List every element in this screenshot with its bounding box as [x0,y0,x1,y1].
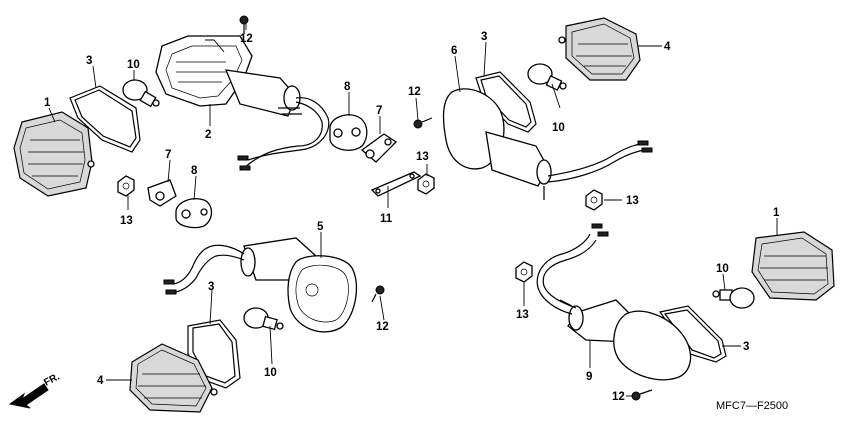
bulb-part-10-c [243,307,284,331]
callout-4-bottom-left: 4 [97,375,104,387]
callout-10-bottom-right: 10 [716,263,729,275]
diagram-code: MFC7—F2500 [716,400,788,412]
lens-part-4-a [558,17,641,81]
callout-10-top-right: 10 [552,122,565,134]
housing-part-2 [155,35,330,171]
callout-5: 5 [317,221,324,233]
callout-13-bottom-right: 13 [516,309,529,321]
callout-8-left: 8 [191,165,198,177]
bracket-part-7-a [360,133,398,163]
callout-2: 2 [205,129,211,141]
callout-10-bottom-left: 10 [264,367,277,379]
housing-part-6 [442,88,653,200]
callout-10-top-left: 10 [127,59,140,71]
callout-1-right: 1 [773,207,780,219]
callout-13-left: 13 [120,215,133,227]
callout-9: 9 [586,371,592,383]
housing-part-9 [536,223,692,381]
grommet-part-8-a [329,114,368,151]
leader-lines [48,24,778,397]
callout-12-bottom-left: 12 [376,321,389,333]
screw-part-12-a [239,15,249,34]
screw-part-12-b [413,117,433,129]
plate-part-11 [370,171,422,197]
callout-12-mid: 12 [408,86,421,98]
housing-part-5 [163,237,358,333]
callout-3-top-left: 3 [86,55,92,67]
lens-part-1-left [13,111,95,197]
bracket-part-7-b [147,179,177,207]
front-indicator-label: FR. [42,371,62,388]
callout-6: 6 [451,45,457,57]
callout-7-top: 7 [376,105,382,117]
nut-part-13-a [417,173,435,195]
callout-4-top-right: 4 [664,41,671,53]
nut-part-13-b [585,189,603,211]
grommet-part-8-b [175,198,213,229]
callout-1-left: 1 [44,97,51,109]
callout-3-top-right: 3 [481,31,487,43]
gasket-part-3-a [69,85,141,153]
callout-8-top: 8 [344,81,351,93]
nut-part-13-d [515,261,533,283]
callout-7-left: 7 [165,149,171,161]
callout-13-right: 13 [626,195,639,207]
callout-labels: 1 3 10 2 12 8 7 12 11 13 7 8 13 6 3 10 4… [44,31,780,403]
bulb-part-10-d [712,287,755,309]
callout-12-top: 12 [240,33,253,45]
screw-part-12-d [631,389,653,401]
callout-3-bottom-left: 3 [208,281,214,293]
lens-part-4-b [129,343,218,413]
callout-13-mid: 13 [416,151,429,163]
screw-part-12-c [371,285,385,303]
front-direction-arrow: FR. [8,371,62,409]
bulb-part-10-a [122,79,160,108]
bulb-part-10-b [527,63,567,91]
callout-3-bottom-right: 3 [743,341,749,353]
callout-11: 11 [380,213,393,225]
lens-part-1-right [751,231,835,301]
callout-12-bottom-right: 12 [612,391,625,403]
nut-part-13-c [117,175,135,197]
